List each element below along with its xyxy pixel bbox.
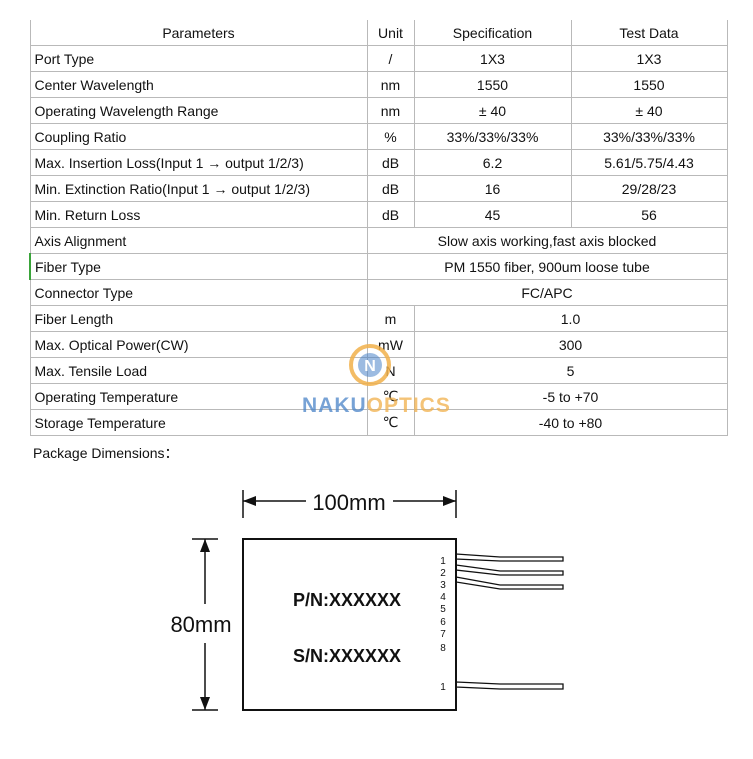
pin-number: 4	[440, 592, 446, 603]
value-cell: -40 to +80	[413, 409, 728, 436]
fiber-lead	[455, 681, 564, 690]
pin-number: 6	[440, 617, 446, 628]
header-specification: Specification	[413, 20, 572, 46]
table-row: Axis Alignment Slow axis working,fast ax…	[29, 227, 728, 254]
spec-cell: 33%/33%/33%	[413, 123, 572, 150]
test-cell: ± 40	[570, 97, 728, 124]
test-cell: 1550	[570, 71, 728, 98]
merged-value-cell: Slow axis working,fast axis blocked	[366, 227, 728, 254]
header-parameters: Parameters	[29, 20, 368, 46]
unit-cell: m	[366, 305, 415, 332]
unit-cell: nm	[366, 97, 415, 124]
table-row: Fiber Length m 1.0	[29, 305, 728, 332]
package-box	[242, 538, 457, 711]
spec-cell: 6.2	[413, 149, 572, 176]
pin-number-left: 1	[440, 682, 446, 693]
table-row: Max. Insertion Loss(Input 1 → output 1/2…	[29, 149, 728, 176]
spec-cell: 16	[413, 175, 572, 202]
fiber-lead	[455, 576, 564, 590]
pin-number: 8	[440, 643, 446, 654]
value-cell: 1.0	[413, 305, 728, 332]
fiber-lead	[455, 553, 564, 562]
table-row: Center Wavelength nm 1550 1550	[29, 71, 728, 98]
pin-number: 7	[440, 629, 446, 640]
width-label: 100mm	[312, 490, 385, 515]
unit-cell: dB	[366, 201, 415, 228]
spec-cell: 1X3	[413, 45, 572, 72]
test-cell: 33%/33%/33%	[570, 123, 728, 150]
unit-cell: ℃	[366, 409, 415, 436]
height-label: 80mm	[170, 612, 231, 637]
param-cell: Center Wavelength	[29, 71, 368, 98]
test-cell: 29/28/23	[570, 175, 728, 202]
param-cell: Connector Type	[29, 279, 368, 306]
fiber-lead	[455, 564, 564, 576]
width-arrow-right	[443, 496, 456, 506]
table-row: Storage Temperature ℃ -40 to +80	[29, 409, 728, 436]
pin-number: 2	[440, 568, 446, 579]
pin-number: 1	[440, 556, 446, 567]
param-cell: Min. Extinction Ratio(Input 1 → output 1…	[29, 175, 368, 202]
param-cell: Storage Temperature	[29, 409, 368, 436]
table-header-row: Parameters Unit Specification Test Data	[29, 20, 728, 46]
unit-cell: dB	[366, 149, 415, 176]
value-cell: 300	[413, 331, 728, 358]
table-row: Min. Extinction Ratio(Input 1 → output 1…	[29, 175, 728, 202]
package-dimensions-label: Package Dimensions：	[33, 445, 179, 461]
table-row: Coupling Ratio % 33%/33%/33% 33%/33%/33%	[29, 123, 728, 150]
sn-label: S/N:XXXXXX	[293, 646, 401, 666]
merged-value-cell: PM 1550 fiber, 900um loose tube	[366, 253, 728, 280]
spec-cell: 1550	[413, 71, 572, 98]
test-cell: 1X3	[570, 45, 728, 72]
merged-value-cell: FC/APC	[366, 279, 728, 306]
param-cell: Operating Temperature	[29, 383, 368, 410]
spec-cell: ± 40	[413, 97, 572, 124]
param-cell: Operating Wavelength Range	[29, 97, 368, 124]
unit-cell: %	[366, 123, 415, 150]
height-arrow-top	[200, 539, 210, 552]
pin-number: 5	[440, 604, 446, 615]
table-row: Min. Return Loss dB 45 56	[29, 201, 728, 228]
test-cell: 56	[570, 201, 728, 228]
param-cell: Axis Alignment	[29, 227, 368, 254]
param-cell: Max. Optical Power(CW)	[29, 331, 368, 358]
table-row: Max. Optical Power(CW) mW 300	[29, 331, 728, 358]
test-cell: 5.61/5.75/4.43	[570, 149, 728, 176]
package-drawing: 100mm 80mm P/N:XXXXXX S/N:XXXXXX 1 2 3 4…	[170, 490, 564, 711]
width-arrow-left	[243, 496, 256, 506]
unit-cell: mW	[366, 331, 415, 358]
table-row: Port Type / 1X3 1X3	[29, 45, 728, 72]
param-cell: Max. Insertion Loss(Input 1 → output 1/2…	[29, 149, 368, 176]
value-cell: 5	[413, 357, 728, 384]
table-row: Fiber Type PM 1550 fiber, 900um loose tu…	[29, 253, 728, 280]
param-cell: Max. Tensile Load	[29, 357, 368, 384]
param-cell: Fiber Length	[29, 305, 368, 332]
unit-cell: /	[366, 45, 415, 72]
param-cell: Min. Return Loss	[29, 201, 368, 228]
pin-number: 3	[440, 580, 446, 591]
unit-cell: dB	[366, 175, 415, 202]
unit-cell: N	[366, 357, 415, 384]
value-cell: -5 to +70	[413, 383, 728, 410]
param-cell: Port Type	[29, 45, 368, 72]
table-row: Operating Temperature ℃ -5 to +70	[29, 383, 728, 410]
param-cell: Fiber Type	[29, 253, 368, 280]
height-arrow-bottom	[200, 697, 210, 710]
table-row: Max. Tensile Load N 5	[29, 357, 728, 384]
table-row: Operating Wavelength Range nm ± 40 ± 40	[29, 97, 728, 124]
spec-table: Parameters Unit Specification Test Data …	[29, 20, 728, 436]
pn-label: P/N:XXXXXX	[293, 590, 401, 610]
spec-cell: 45	[413, 201, 572, 228]
table-row: Connector Type FC/APC	[29, 279, 728, 306]
unit-cell: ℃	[366, 383, 415, 410]
header-unit: Unit	[366, 20, 415, 46]
header-test-data: Test Data	[570, 20, 728, 46]
unit-cell: nm	[366, 71, 415, 98]
param-cell: Coupling Ratio	[29, 123, 368, 150]
